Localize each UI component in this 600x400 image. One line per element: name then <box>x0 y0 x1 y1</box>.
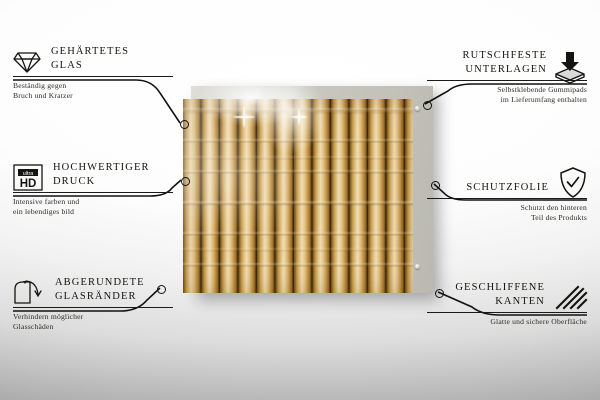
feature-sub-line1: Beständig gegen <box>13 81 67 91</box>
shield-check-icon <box>559 167 587 198</box>
mount-screw <box>415 106 420 111</box>
feature-tempered-glass: GEHÄRTETES GLAS Beständig gegen Bruch un… <box>13 45 173 101</box>
hatch-lines-icon <box>553 284 588 311</box>
feature-sub-line1: Intensive farben und <box>13 197 80 207</box>
feature-title-line2: DRUCK <box>53 176 96 187</box>
feature-high-quality-print: ultra HD HOCHWERTIGER DRUCK Intensive fa… <box>13 161 173 217</box>
divider <box>13 192 173 194</box>
callout-anchor-dot <box>180 120 189 129</box>
feature-polished-edges: GESCHLIFFENE KANTEN Glatte und sichere O… <box>427 281 588 327</box>
feature-sub-line2: ein lebendiges bild <box>13 207 75 217</box>
feature-sub-line2: Bruch und Kratzer <box>13 91 73 101</box>
rounded-corner-icon <box>13 280 45 305</box>
feature-sub-line1: Verhindern möglicher <box>13 312 84 322</box>
divider <box>13 76 173 78</box>
diamond-icon <box>13 50 41 74</box>
divider <box>13 307 173 309</box>
callout-anchor-dot <box>431 181 440 190</box>
feature-title-line1: SCHUTZFOLIE <box>466 182 549 193</box>
ultra-hd-icon: ultra HD <box>13 164 43 191</box>
feature-title-line2: KANTEN <box>495 296 545 307</box>
feature-sub-line2: Glasschäden <box>13 322 54 332</box>
press-pad-icon <box>553 51 587 84</box>
callout-anchor-dot <box>181 177 190 186</box>
feature-title-line2: UNTERLAGEN <box>465 64 547 75</box>
feature-title-line1: GEHÄRTETES <box>51 46 130 57</box>
feature-non-slip-pads: RUTSCHFESTE UNTERLAGEN Selbstklebende Gu… <box>427 49 587 105</box>
ultra-label: ultra <box>23 171 34 177</box>
hd-label: HD <box>20 178 37 190</box>
callout-anchor-dot <box>157 285 166 294</box>
feature-title-line2: GLASRÄNDER <box>55 291 137 302</box>
bamboo-texture <box>183 99 413 293</box>
feature-protective-film: SCHUTZFOLIE Schutzt den hinteren Teil de… <box>427 167 587 223</box>
product-image <box>183 86 433 293</box>
callout-anchor-dot <box>435 289 444 298</box>
bamboo-node-bands-secondary <box>183 99 413 293</box>
feature-sub-line1: Selbstklebende Gummipads <box>497 85 587 95</box>
feature-title-line1: HOCHWERTIGER <box>53 162 150 173</box>
divider <box>427 312 587 314</box>
feature-title-line1: ABGERUNDETE <box>55 277 145 288</box>
feature-rounded-glass-edges: ABGERUNDETE GLASRÄNDER Verhindern möglic… <box>13 276 173 332</box>
feature-sub-line2: im Lieferumfang enthalten <box>500 95 587 105</box>
feature-sub-line2: Teil des Produkts <box>530 213 587 223</box>
feature-title-line1: GESCHLIFFENE <box>455 282 545 293</box>
feature-title-line2: GLAS <box>51 60 83 71</box>
feature-sub-line1: Glatte und sichere Oberfläche <box>490 317 587 327</box>
divider <box>427 80 587 82</box>
feature-title-line1: RUTSCHFESTE <box>462 50 547 61</box>
divider <box>427 198 587 200</box>
mount-screw <box>415 264 420 269</box>
callout-anchor-dot <box>423 101 432 110</box>
feature-sub-line1: Schutzt den hinteren <box>520 203 587 213</box>
